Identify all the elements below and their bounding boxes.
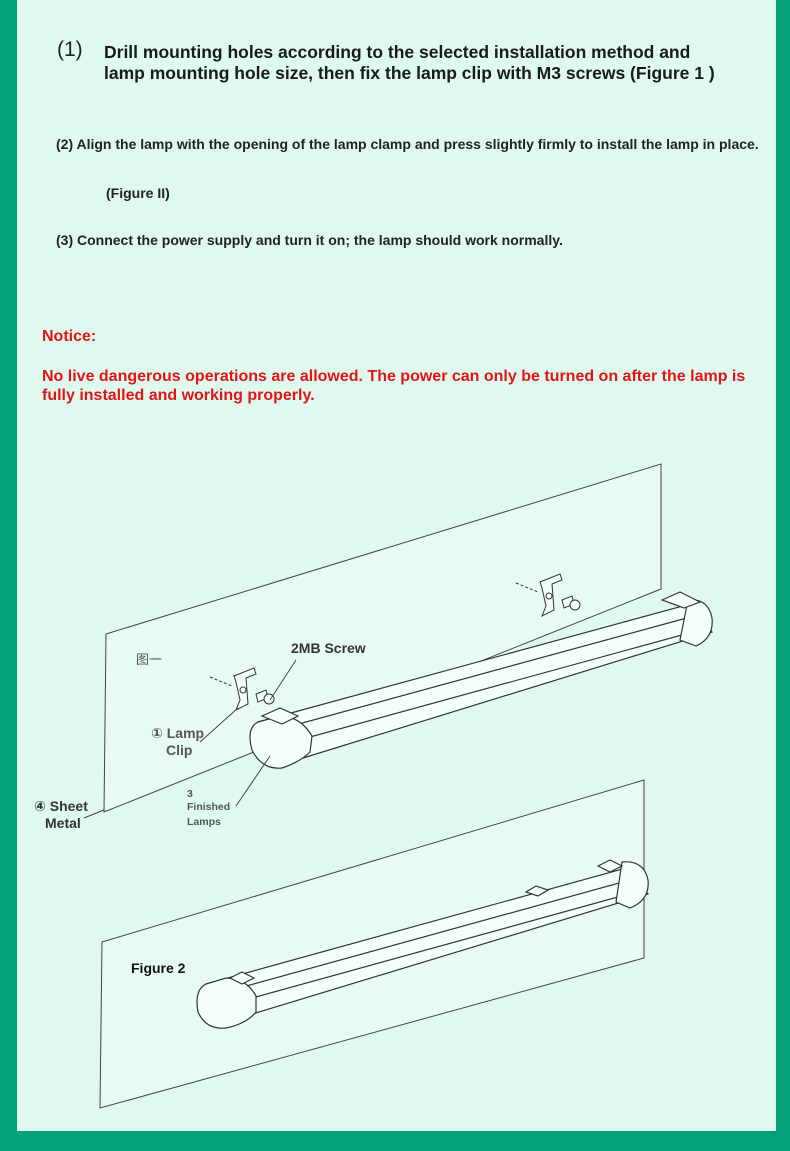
finished-lamp-2 [196, 859, 650, 1029]
lamps-label-line2: Finished [187, 801, 230, 813]
sheet-metal-panel [103, 463, 662, 813]
clip-label-line1: ① Lamp [151, 725, 204, 741]
lamp-clip-2 [515, 573, 563, 618]
figure-1-tag: 图一 [136, 652, 162, 667]
figure-2-label: Figure 2 [131, 960, 186, 976]
notice-text: No live dangerous operations are allowed… [42, 368, 746, 404]
notice-title: Notice: [42, 328, 97, 345]
figure-1-diagram [83, 463, 714, 819]
figure-2-diagram [99, 779, 650, 1109]
sheet-label-line1: ④ Sheet [34, 798, 88, 814]
screw-1 [255, 689, 275, 705]
finished-lamp [249, 591, 714, 769]
lamps-label-line3: Lamps [187, 816, 221, 828]
step-1-text: Drill mounting holes according to the se… [104, 42, 715, 83]
clip-label-line2: Clip [166, 742, 192, 758]
lamp-clip-1 [209, 667, 257, 712]
step-3-text: (3) Connect the power supply and turn it… [56, 232, 563, 248]
sheet-label-line2: Metal [45, 815, 81, 831]
screw-2 [561, 595, 581, 611]
lamps-label-line1: 3 [187, 788, 193, 800]
figure-2-caption: (Figure II) [106, 185, 170, 201]
screw-label: 2MB Screw [291, 640, 366, 656]
step-1-number: (1) [57, 38, 83, 61]
step-2-text: (2) Align the lamp with the opening of t… [56, 136, 759, 152]
